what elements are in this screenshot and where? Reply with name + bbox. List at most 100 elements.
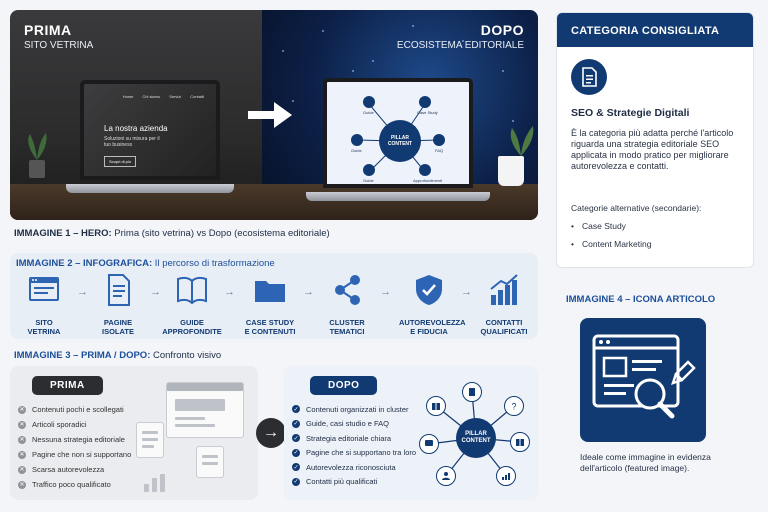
plant-icon	[510, 126, 534, 156]
list-item: ✕Contenuti pochi e scollegati	[18, 405, 124, 414]
low-traffic-bar	[152, 478, 157, 492]
arrow-right-icon: →	[303, 286, 314, 298]
document-icon	[571, 59, 607, 95]
check-icon: ✓	[292, 448, 300, 457]
document-page-icon	[108, 274, 130, 306]
old-site-screen: Home Chi siamo Servizi Contatti La nostr…	[80, 80, 220, 180]
step-sito-vetrina: SITO VETRINA	[14, 273, 74, 336]
old-site-button: Scopri di più	[104, 156, 137, 167]
old-site-text: Soluzioni su misura per il tuo business	[104, 136, 160, 148]
old-nav-item: Contatti	[190, 94, 204, 99]
caption-image-4: IMMAGINE 4 – ICONA ARTICOLO	[566, 294, 716, 305]
check-icon: ✓	[292, 405, 300, 414]
isolated-page-icon	[136, 422, 164, 458]
share-nodes-icon	[335, 275, 360, 305]
mini-case-study-icon	[419, 96, 431, 108]
arrow-right-icon: →	[380, 286, 391, 298]
step-guide-approfondite: GUIDE APPROFONDITE	[162, 273, 222, 336]
step-pagine-isolate: PAGINE ISOLATE	[88, 273, 148, 336]
prima-panel: PRIMA ✕Contenuti pochi e scollegati ✕Art…	[10, 366, 258, 500]
x-icon: ✕	[18, 420, 26, 429]
mini-node-label: Guide	[363, 110, 374, 115]
user-icon	[436, 466, 456, 486]
x-icon: ✕	[18, 480, 26, 489]
infographic-heading: IMMAGINE 2 – INFOGRAFICA: Il percorso di…	[16, 258, 275, 269]
shield-check-icon	[416, 275, 442, 305]
isolated-page-icon	[196, 446, 224, 478]
check-icon: ✓	[292, 419, 300, 428]
old-laptop-base	[66, 184, 234, 193]
step-label: CONTATTI QUALIFICATI	[480, 318, 528, 336]
dopo-panel: DOPO ✓Contenuti organizzati in cluster ✓…	[284, 366, 538, 500]
mini-node-label: Guide	[363, 178, 374, 183]
step-autorevolezza: AUTOREVOLEZZA E FIDUCIA	[399, 273, 466, 336]
dopo-list: ✓Contenuti organizzati in cluster ✓Guide…	[292, 402, 416, 489]
step-label: AUTOREVOLEZZA E FIDUCIA	[399, 318, 466, 336]
old-site-title: La nostra azienda	[104, 124, 168, 133]
bar-chart-icon	[496, 466, 516, 486]
category-title: SEO & Strategie Digitali	[571, 107, 690, 119]
hero-after-title: DOPO	[480, 22, 524, 38]
step-label: CLUSTER TEMATICI	[329, 318, 365, 336]
check-icon: ✓	[292, 434, 300, 443]
x-icon: ✕	[18, 405, 26, 414]
caption-image-3: IMMAGINE 3 – PRIMA / DOPO: Confronto vis…	[14, 350, 222, 361]
scattered-pages-illustration	[166, 382, 244, 438]
mini-node-label: Guide	[351, 148, 362, 153]
list-item: ✕Scarsa autorevolezza	[18, 465, 105, 474]
old-nav-item: Chi siamo	[142, 94, 161, 99]
arrow-right-icon: →	[461, 286, 472, 298]
mini-guide-icon	[351, 134, 363, 146]
mini-guide-icon	[363, 96, 375, 108]
svg-text:?: ?	[512, 402, 517, 412]
mini-approfondimenti-icon	[419, 164, 431, 176]
transform-arrow-icon	[248, 102, 292, 128]
infographic-panel: IMMAGINE 2 – INFOGRAFICA: Il percorso di…	[10, 253, 538, 339]
alternative-categories-list: Case Study Content Marketing	[571, 221, 651, 257]
list-item: ✓Pagine che si supportano tra loro	[292, 448, 417, 458]
list-item: ✓Guide, casi studio e FAQ	[292, 419, 389, 429]
book-icon	[510, 432, 530, 452]
list-item: ✓Contenuti organizzati in cluster	[292, 404, 409, 414]
plant-icon	[28, 133, 47, 178]
prima-list: ✕Contenuti pochi e scollegati ✕Articoli …	[18, 402, 131, 492]
mini-node-label: Case Study	[417, 110, 438, 115]
article-icon	[580, 318, 706, 442]
category-description: È la categoria più adatta perché l'artic…	[571, 128, 734, 171]
category-header: CATEGORIA CONSIGLIATA	[557, 13, 753, 47]
arrow-right-icon: →	[224, 286, 235, 298]
browser-window-icon	[29, 277, 59, 301]
mini-node-label: FAQ	[435, 148, 444, 153]
folder-icon	[255, 281, 285, 302]
list-item: ✓Strategia editoriale chiara	[292, 433, 392, 443]
caption-image-1: IMMAGINE 1 – HERO: Prima (sito vetrina) …	[14, 228, 330, 239]
question-icon: ?	[504, 396, 524, 416]
mini-node-label: Approfondimenti	[413, 178, 443, 183]
book-icon	[426, 396, 446, 416]
step-label: CASE STUDY E CONTENUTI	[244, 318, 296, 336]
hero-after-subtitle: ECOSISTEMA EDITORIALE	[396, 40, 524, 51]
new-site-screen: Guide Case Study FAQ Approfondimenti Gui…	[323, 78, 473, 188]
chat-icon	[419, 434, 439, 454]
check-icon: ✓	[292, 463, 300, 472]
mini-faq-icon	[433, 134, 445, 146]
list-item: ✕Traffico poco qualificato	[18, 480, 111, 489]
document-magnifier-icon	[592, 334, 696, 419]
arrow-right-icon: →	[256, 418, 286, 448]
list-item: ✕Pagine che non si supportano	[18, 450, 132, 459]
list-item: Content Marketing	[571, 239, 651, 257]
x-icon: ✕	[18, 435, 26, 444]
old-nav-item: Servizi	[169, 94, 182, 99]
prima-badge: PRIMA	[32, 376, 103, 395]
x-icon: ✕	[18, 465, 26, 474]
x-icon: ✕	[18, 450, 26, 459]
arrow-right-icon: →	[77, 286, 88, 298]
pillar-content-center: PILLAR CONTENT	[456, 418, 496, 458]
hero-before-title: PRIMA	[24, 22, 72, 38]
hero-image: PRIMA SITO VETRINA DOPO ECOSISTEMA EDITO…	[10, 10, 538, 220]
dopo-badge: DOPO	[310, 376, 378, 395]
step-label: GUIDE APPROFONDITE	[162, 318, 222, 336]
list-item: ✕Nessuna strategia editoriale	[18, 435, 125, 444]
list-item: ✓Autorevolezza riconosciuta	[292, 462, 396, 472]
step-contatti-qualificati: CONTATTI QUALIFICATI	[474, 273, 534, 336]
